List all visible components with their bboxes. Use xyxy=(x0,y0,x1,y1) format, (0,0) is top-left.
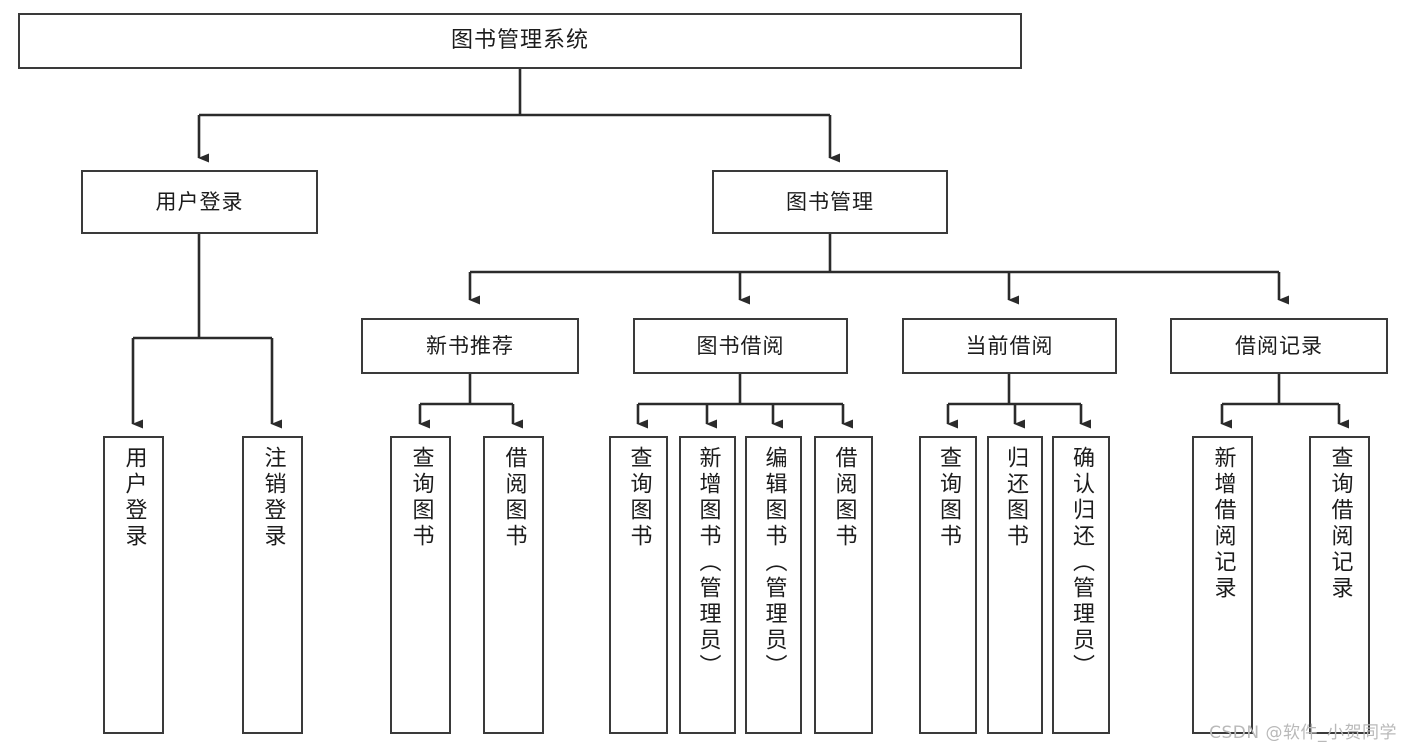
node-leaf-user-login-label: 用户登录 xyxy=(121,446,147,550)
node-leaf-query-book-3-label: 查询图书 xyxy=(936,446,961,550)
node-current-borrow[interactable]: 当前借阅 xyxy=(902,318,1117,374)
node-leaf-add-record-label: 新增借阅记录 xyxy=(1210,446,1236,602)
node-leaf-return-book-label: 归还图书 xyxy=(1003,446,1028,550)
node-new-book-recommend[interactable]: 新书推荐 xyxy=(361,318,579,374)
node-leaf-logout-login[interactable]: 注销登录 xyxy=(242,436,303,734)
node-leaf-query-book-2[interactable]: 查询图书 xyxy=(609,436,668,734)
node-leaf-logout-login-label: 注销登录 xyxy=(260,446,286,550)
node-leaf-edit-book-admin[interactable]: 编辑图书（管理员） xyxy=(745,436,802,734)
node-leaf-borrow-book-2-label: 借阅图书 xyxy=(831,446,857,550)
node-leaf-confirm-return-label: 确认归还（管理员） xyxy=(1069,446,1094,680)
node-borrow-record[interactable]: 借阅记录 xyxy=(1170,318,1388,374)
node-leaf-borrow-book-1[interactable]: 借阅图书 xyxy=(483,436,544,734)
node-leaf-borrow-book-2[interactable]: 借阅图书 xyxy=(814,436,873,734)
watermark-text: CSDN @软件_小贺同学 xyxy=(1209,723,1397,743)
node-book-borrow[interactable]: 图书借阅 xyxy=(633,318,848,374)
node-leaf-return-book[interactable]: 归还图书 xyxy=(987,436,1043,734)
node-leaf-query-record[interactable]: 查询借阅记录 xyxy=(1309,436,1370,734)
node-leaf-user-login[interactable]: 用户登录 xyxy=(103,436,164,734)
node-current-borrow-label: 当前借阅 xyxy=(965,333,1054,358)
node-leaf-query-book-1-label: 查询图书 xyxy=(408,446,434,550)
node-new-book-recommend-label: 新书推荐 xyxy=(426,333,514,358)
node-leaf-borrow-book-1-label: 借阅图书 xyxy=(501,446,527,550)
node-leaf-query-book-1[interactable]: 查询图书 xyxy=(390,436,451,734)
node-book-manage[interactable]: 图书管理 xyxy=(712,170,948,234)
node-borrow-record-label: 借阅记录 xyxy=(1235,333,1323,358)
node-leaf-query-book-3[interactable]: 查询图书 xyxy=(919,436,977,734)
node-leaf-add-book-admin[interactable]: 新增图书（管理员） xyxy=(679,436,736,734)
node-leaf-query-record-label: 查询借阅记录 xyxy=(1327,446,1353,602)
node-leaf-confirm-return[interactable]: 确认归还（管理员） xyxy=(1052,436,1110,734)
node-root-label: 图书管理系统 xyxy=(450,28,589,54)
node-leaf-edit-book-admin-label: 编辑图书（管理员） xyxy=(761,446,787,680)
node-book-manage-label: 图书管理 xyxy=(786,189,874,214)
node-root[interactable]: 图书管理系统 xyxy=(18,13,1022,69)
node-user-login-label: 用户登录 xyxy=(155,189,244,214)
node-leaf-add-book-admin-label: 新增图书（管理员） xyxy=(695,446,721,680)
node-user-login[interactable]: 用户登录 xyxy=(81,170,318,234)
node-book-borrow-label: 图书借阅 xyxy=(696,333,785,358)
node-leaf-query-book-2-label: 查询图书 xyxy=(626,446,652,550)
node-leaf-add-record[interactable]: 新增借阅记录 xyxy=(1192,436,1253,734)
